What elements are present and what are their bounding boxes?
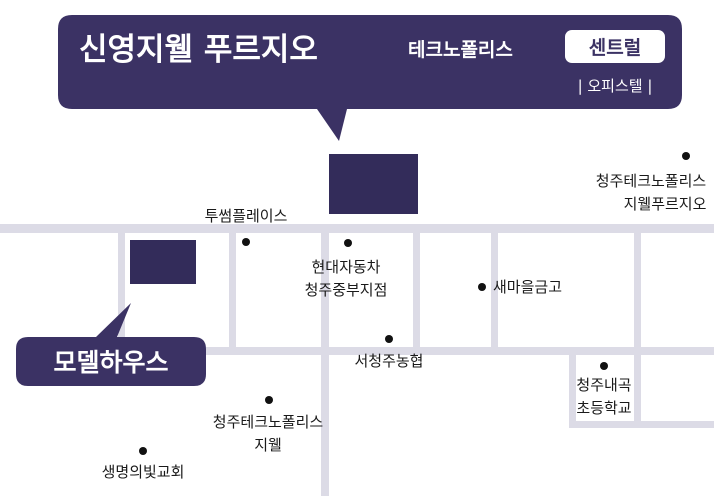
complex-callout-bubble [58,15,682,141]
poi-marker [478,283,486,291]
poi-marker [344,239,352,247]
poi-label: 지웰 [254,436,282,454]
poi-label: 청주중부지점 [305,281,388,299]
road-vertical-6 [634,228,641,428]
model-house-callout: 모델하우스 [16,303,206,386]
poi-label: 서청주농협 [354,352,423,370]
poi-label: 지웰푸르지오 [624,195,707,213]
poi-seocheongju-nonghyup: 서청주농협 [354,335,424,370]
road-lower-right-horizontal [569,421,714,428]
model-house-label: 모델하우스 [53,348,168,377]
poi-hyundai-motor: 현대자동차 청주중부지점 [305,239,388,299]
complex-badge-bg [565,30,665,63]
poi-cheongju-techno-jiwell-prugio: 청주테크노폴리스 지웰푸르지오 [596,152,707,213]
poi-tuscum-place: 투썸플레이스 [205,207,288,246]
complex-badge: 센트럴 [589,37,641,59]
complex-subtitle: 테크노폴리스 [408,39,513,61]
poi-label: 현대자동차 [311,258,380,276]
road-vertical-3 [321,228,329,496]
poi-label: 투썸플레이스 [205,207,288,225]
model-house-block [130,240,196,284]
road-vertical-4 [413,228,420,352]
poi-marker [265,396,273,404]
poi-marker [682,152,690,160]
complex-type: | 오피스텔 | [578,77,653,95]
poi-label: 청주테크노폴리스 [596,172,707,190]
poi-marker [139,447,147,455]
complex-callout: 신영지웰 푸르지오 테크노폴리스 센트럴 | 오피스텔 | [58,15,682,141]
road-vertical-5 [491,228,498,352]
model-house-callout-bubble [16,303,206,386]
road-vertical-7 [569,351,576,428]
road-vertical-2 [229,228,236,352]
poi-saengmyeong-church: 생명의빛교회 [102,447,185,481]
poi-marker [600,362,608,370]
complex-site-block [329,154,418,214]
poi-label: 새마을금고 [493,278,562,296]
poi-marker [385,335,393,343]
road-main-horizontal [0,224,714,233]
poi-label: 청주테크노폴리스 [213,413,324,431]
poi-label: 생명의빛교회 [102,463,185,481]
road-vertical-1 [118,228,125,352]
poi-cheongju-naegok-school: 청주내곡 초등학교 [576,362,632,417]
poi-label: 청주내곡 [576,376,631,394]
poi-marker [242,238,250,246]
poi-label: 초등학교 [576,399,631,417]
poi-saemaeul-bank: 새마을금고 [478,278,562,296]
road-network [0,224,714,496]
poi-cheongju-techno-jiwell: 청주테크노폴리스 지웰 [213,396,324,454]
complex-name: 신영지웰 푸르지오 [79,32,318,68]
